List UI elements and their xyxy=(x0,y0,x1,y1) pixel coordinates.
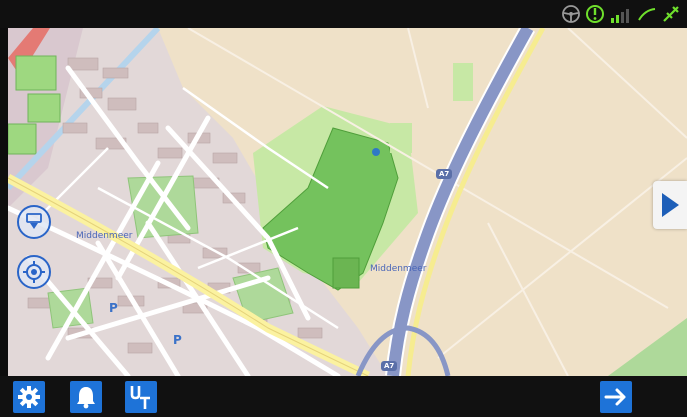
map-canvas xyxy=(8,28,687,376)
recenter-button[interactable] xyxy=(17,205,51,239)
gear-icon xyxy=(18,386,40,408)
arrow-right-icon xyxy=(604,388,626,406)
my-location-button[interactable] xyxy=(17,255,51,289)
parking-label: P xyxy=(173,333,182,347)
ut-icon xyxy=(130,386,150,409)
steering-wheel-icon xyxy=(562,5,580,23)
map-view[interactable]: A7 A7 Middenmeer Middenmeer P P xyxy=(8,28,687,376)
highway-shield-lower: A7 xyxy=(381,361,398,371)
signal-strength-icon xyxy=(609,3,633,25)
area-label: Middenmeer xyxy=(370,264,427,274)
parking-label: P xyxy=(109,301,118,315)
expand-panel-button[interactable] xyxy=(653,181,687,229)
gnss-status-icon xyxy=(586,5,604,23)
trend-line-icon xyxy=(638,8,656,21)
settings-button[interactable] xyxy=(13,381,45,413)
status-icons xyxy=(561,3,681,25)
bottom-toolbar xyxy=(0,376,687,417)
ut-button[interactable] xyxy=(125,381,157,413)
crosshair-icon xyxy=(23,261,45,283)
play-arrow-icon xyxy=(662,193,679,217)
next-button[interactable] xyxy=(600,381,632,413)
town-label: Middenmeer xyxy=(76,231,133,241)
alerts-button[interactable] xyxy=(70,381,102,413)
bell-icon xyxy=(77,387,95,409)
recenter-icon xyxy=(26,213,42,229)
implement-tool-icon xyxy=(663,6,679,22)
highway-shield-upper: A7 xyxy=(436,169,453,179)
status-bar xyxy=(0,0,687,28)
